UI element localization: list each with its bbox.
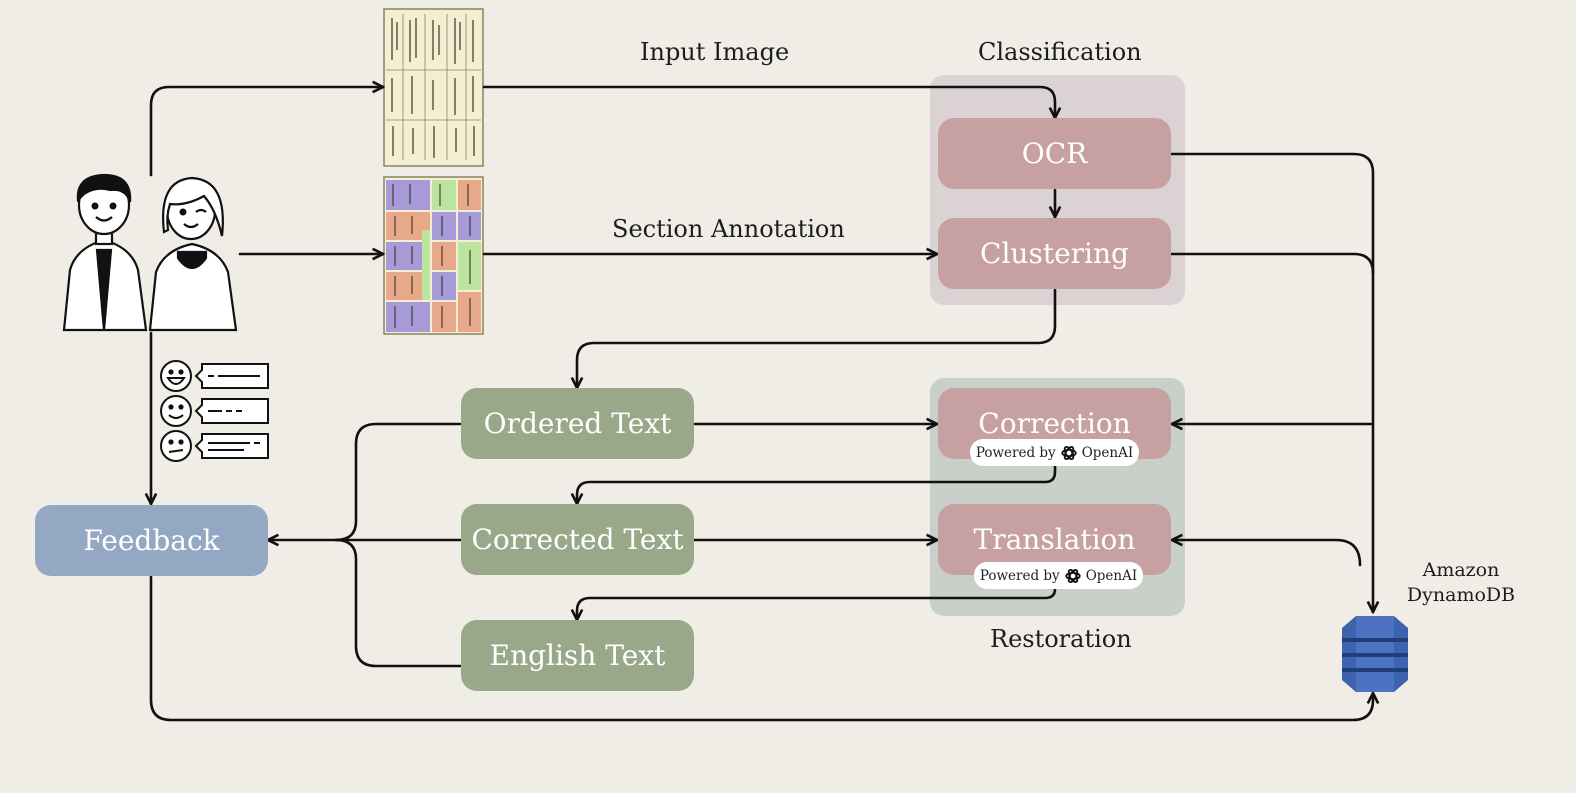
powered-by-text: Powered by: [979, 567, 1060, 584]
restoration-label: Restoration: [990, 625, 1132, 653]
ordered-text-node[interactable]: Ordered Text: [461, 388, 694, 459]
english-text-node[interactable]: English Text: [461, 620, 694, 691]
arrows: [151, 87, 1373, 722]
clustering-node[interactable]: Clustering: [938, 218, 1171, 289]
document-image-icon: [383, 8, 484, 167]
input-image-label: Input Image: [640, 38, 790, 66]
powered-by-text: Powered by: [975, 444, 1056, 461]
feedback-faces-icon: [160, 360, 269, 462]
people-icon: [62, 173, 238, 332]
ocr-node[interactable]: OCR: [938, 118, 1171, 189]
section-annotation-label: Section Annotation: [612, 215, 845, 243]
amazon-text: Amazon: [1422, 559, 1500, 581]
dynamodb-label: Amazon DynamoDB: [1400, 558, 1522, 608]
openai-text: OpenAI: [1081, 444, 1134, 461]
openai-logo-icon: [1061, 445, 1077, 460]
correction-openai-badge: Powered by OpenAI: [970, 439, 1139, 466]
openai-text: OpenAI: [1085, 567, 1138, 584]
classification-label: Classification: [978, 38, 1142, 66]
dynamodb-text: DynamoDB: [1406, 584, 1516, 606]
corrected-text-node[interactable]: Corrected Text: [461, 504, 694, 575]
annotated-document-icon: [383, 176, 484, 335]
dynamodb-icon: [1342, 616, 1408, 692]
openai-logo-icon: [1065, 568, 1081, 583]
feedback-node[interactable]: Feedback: [35, 505, 268, 576]
translation-openai-badge: Powered by OpenAI: [974, 562, 1143, 589]
